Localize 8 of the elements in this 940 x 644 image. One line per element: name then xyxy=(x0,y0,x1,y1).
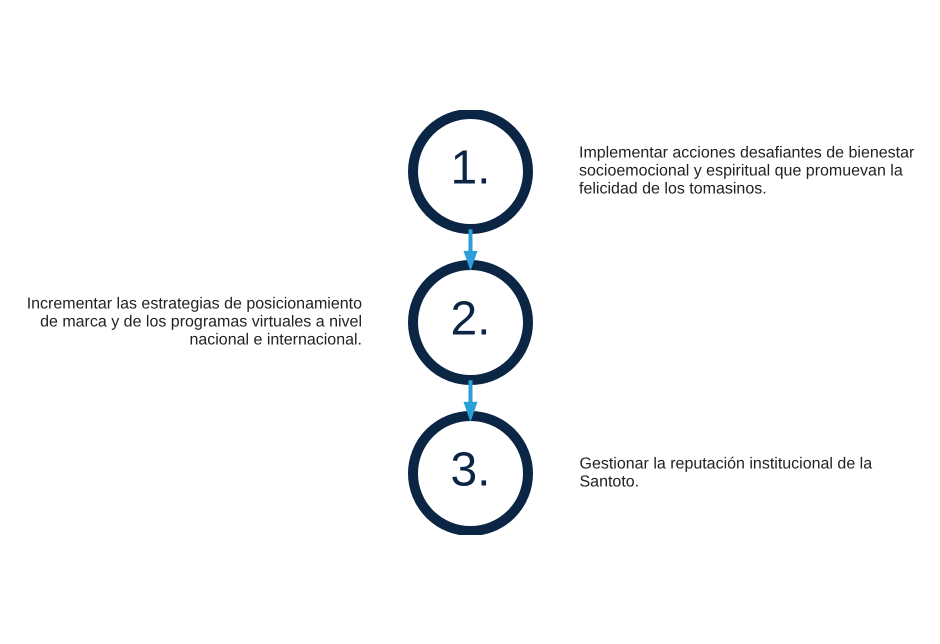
arrow xyxy=(462,380,478,422)
node-label: Gestionar la reputación institucional de la Santoto. xyxy=(579,454,872,490)
node-label: Implementar acciones desafiantes de bienestar socioemocional y espiritual que promuevan la felicidad de los tomasinos. xyxy=(578,144,914,197)
node-label: Incrementar las estrategias de posicionamiento de marca y de los programas virtuales a nivel nacional e internacional. xyxy=(26,294,362,348)
node-circle: 1. xyxy=(408,110,532,234)
node-circle: 2. xyxy=(408,260,532,384)
arrow xyxy=(462,228,478,270)
node-circle: 3. xyxy=(408,410,532,534)
